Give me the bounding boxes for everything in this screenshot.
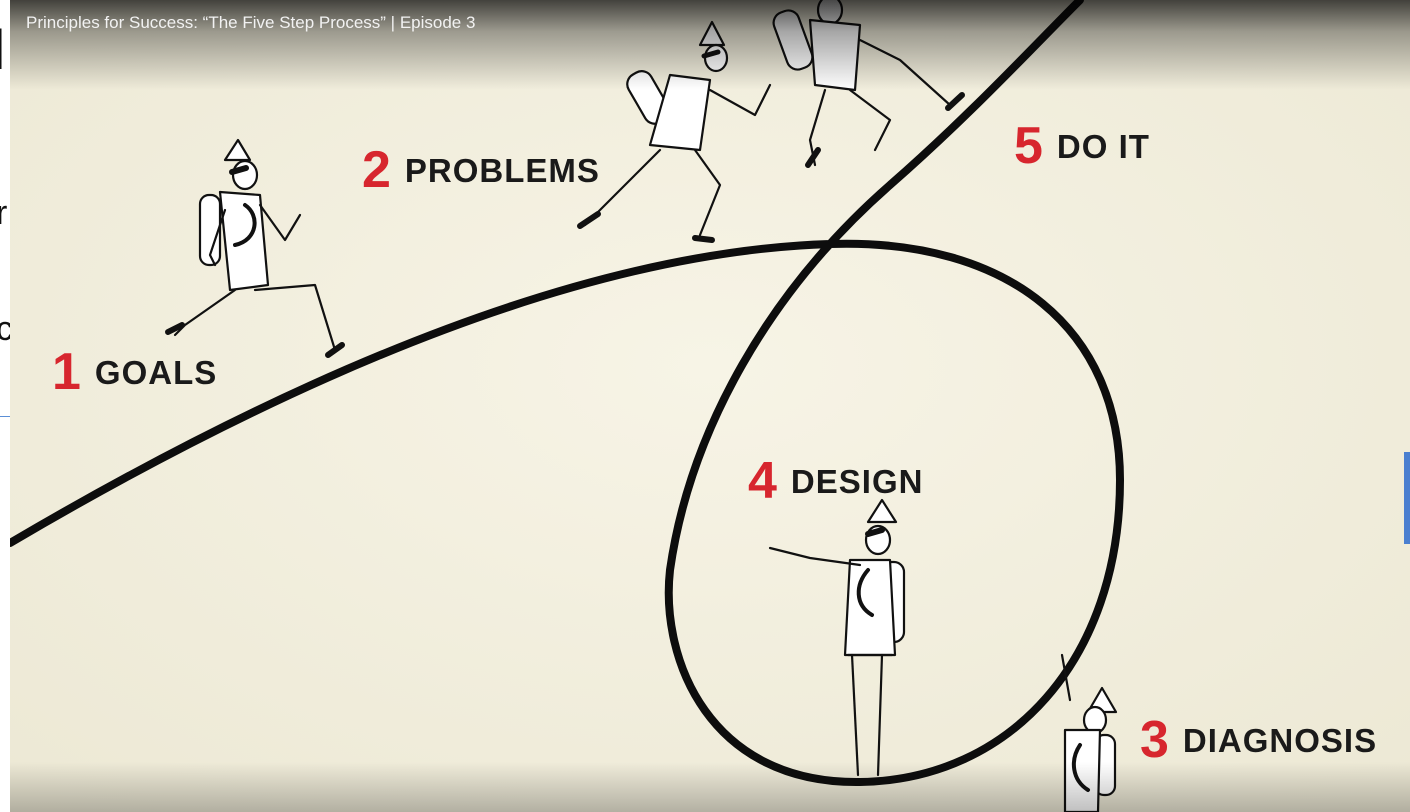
step-1-goals: 1 GOALS (52, 346, 217, 398)
runner-figure-goals (165, 138, 345, 358)
step-number: 2 (362, 141, 391, 199)
step-label: PROBLEMS (404, 151, 600, 189)
pointing-figure-design (768, 498, 906, 777)
video-title-bar (10, 0, 1410, 90)
video-title[interactable]: Principles for Success: “The Five Step P… (26, 13, 476, 32)
step-2-problems: 2 PROBLEMS (362, 144, 600, 196)
step-label: DESIGN (790, 462, 924, 500)
background-text-fragment: r (0, 194, 8, 232)
step-label: DO IT (1056, 127, 1150, 165)
step-number: 5 (1014, 117, 1043, 175)
step-label: GOALS (94, 353, 218, 391)
background-divider (0, 416, 12, 417)
step-number: 4 (748, 452, 777, 510)
step-number: 3 (1140, 711, 1169, 769)
step-3-diagnosis: 3 DIAGNOSIS (1140, 714, 1377, 766)
step-label: DIAGNOSIS (1182, 721, 1378, 759)
climbing-figure-diagnosis (1060, 653, 1118, 812)
five-step-illustration (10, 0, 1410, 812)
step-5-do-it: 5 DO IT (1014, 120, 1150, 172)
path-curve (10, 0, 1125, 787)
step-4-design: 4 DESIGN (748, 455, 923, 507)
background-text-bar: | (0, 24, 5, 68)
video-bottom-shade (10, 762, 1410, 812)
background-text-fragment: c (0, 310, 13, 348)
video-player[interactable]: 1 GOALS 2 PROBLEMS 3 DIAGNOSIS 4 DESIGN 5 DO … (10, 0, 1410, 812)
background-blue-element (1404, 452, 1410, 544)
step-number: 1 (52, 343, 81, 401)
